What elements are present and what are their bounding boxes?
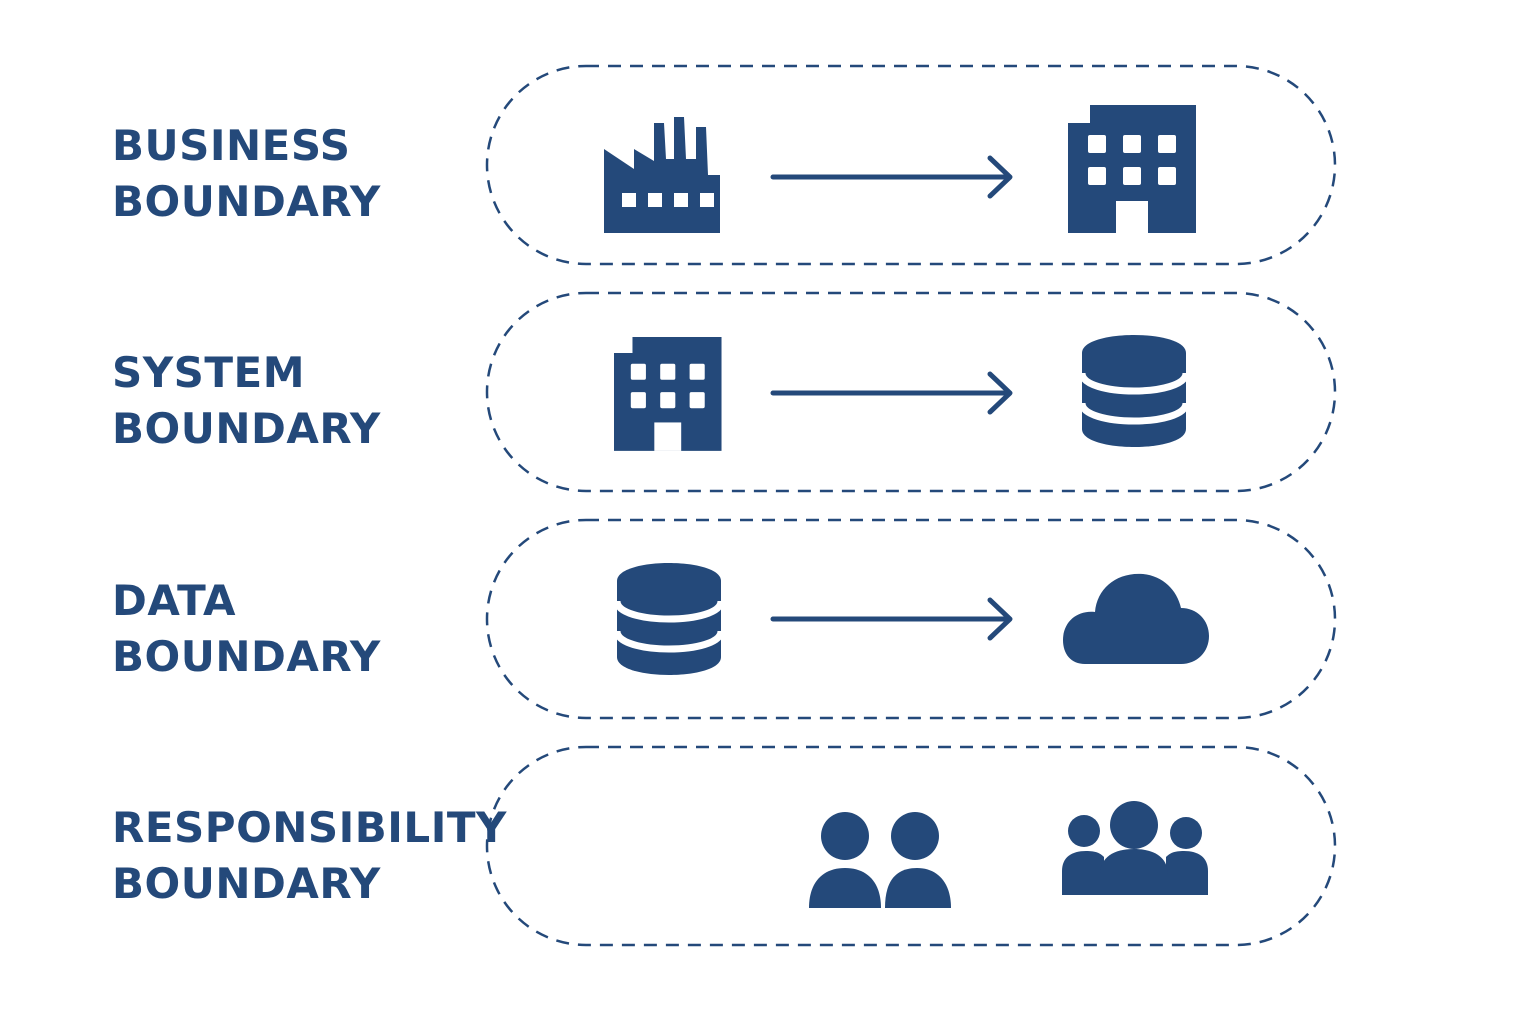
office-building-icon [614,337,722,451]
database-icon [617,563,721,675]
boundary-container-system [485,291,1337,493]
row-label-line2: BOUNDARY [112,632,381,681]
row-label-line1: SYSTEM [112,348,306,397]
boundary-container-data [485,518,1337,720]
arrow-system [770,371,1013,415]
row-label-line2: BOUNDARY [112,859,381,908]
row-label-line2: BOUNDARY [112,404,381,453]
office-building-icon [1068,105,1196,233]
boundary-container-responsibility [485,745,1337,947]
row-label-line1: RESPONSIBILITY [112,803,507,852]
boundary-container-business [485,64,1337,266]
row-label-data: DATA BOUNDARY [112,573,381,685]
row-label-business: BUSINESS BOUNDARY [112,118,381,230]
row-label-line1: BUSINESS [112,121,351,170]
row-label-responsibility: RESPONSIBILITY BOUNDARY [112,800,507,912]
arrow-business [770,155,1013,199]
cloud-icon [1063,573,1209,664]
row-label-system: SYSTEM BOUNDARY [112,345,381,457]
group-icon [1062,801,1208,895]
row-label-line2: BOUNDARY [112,177,381,226]
factory-icon [604,117,720,233]
two-people-icon [809,812,951,908]
row-label-line1: DATA [112,576,237,625]
database-icon [1082,335,1186,447]
arrow-data [770,597,1013,641]
